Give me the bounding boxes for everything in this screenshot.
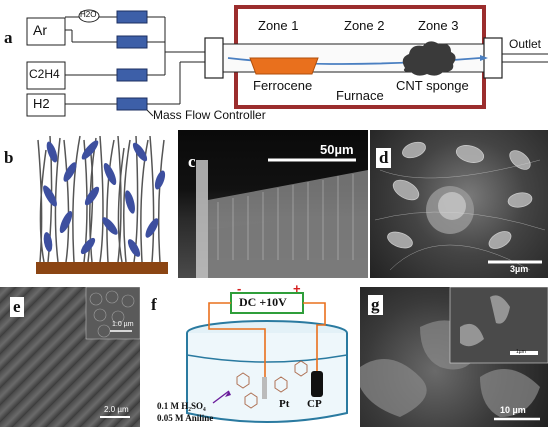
substrate — [36, 262, 168, 274]
ferrocene-crucible — [249, 57, 319, 75]
zone-2-label: Zone 2 — [344, 18, 385, 33]
mfc-4 — [116, 97, 148, 111]
panel-g-sem-image: g 1µm 10 µm — [360, 287, 548, 427]
minus-sign: - — [237, 281, 242, 296]
electrolyte-label-1: 0.1 M H₂SO₄ — [157, 401, 206, 411]
gas-label-c2h4: C2H4 — [29, 67, 60, 81]
scale-text-g-inset: 1µm — [516, 349, 526, 355]
c2h4-box — [26, 61, 66, 90]
gas-label-h2: H2 — [33, 96, 50, 111]
scale-text-e-inset: 1.0 µm — [112, 321, 134, 328]
h2o-label: H2O — [80, 10, 97, 19]
h2o-bubbler — [78, 9, 100, 23]
panel-b: b — [0, 130, 175, 280]
cnt-sponge-label: CNT sponge — [396, 78, 469, 93]
panel-label-c: c — [188, 152, 196, 171]
scale-text-c: 50µm — [320, 142, 354, 157]
panel-c-sem-image: c 50µm — [178, 130, 368, 278]
panel-label-d: d — [376, 148, 392, 168]
cnt-schematic — [36, 135, 168, 274]
zone-3-label: Zone 3 — [418, 18, 459, 33]
plus-sign: + — [293, 281, 301, 296]
panel-label-a: a — [4, 28, 13, 47]
scale-text-d: 3µm — [510, 264, 529, 274]
scale-text-g-main: 10 µm — [500, 405, 526, 415]
tube-inlet-cap — [204, 37, 224, 79]
panel-label-b: b — [4, 148, 14, 167]
mfc-3 — [116, 68, 148, 82]
pt-label: Pt — [279, 398, 290, 410]
furnace-label: Furnace — [336, 88, 384, 103]
zone-1-label: Zone 1 — [258, 18, 299, 33]
ferrocene-label: Ferrocene — [253, 78, 313, 93]
scale-text-e-main: 2.0 µm — [104, 405, 129, 414]
mfc-2 — [116, 35, 148, 49]
gas-label-ar: Ar — [33, 22, 47, 38]
ar-box — [26, 17, 66, 46]
cp-electrode — [311, 371, 323, 397]
cp-label: CP — [307, 398, 322, 410]
panel-a: a — [0, 0, 550, 122]
cnt-sponge-shape — [402, 41, 456, 76]
electrochem-cell-diagram — [186, 292, 348, 423]
h2-box — [26, 93, 66, 117]
panel-label-e: e — [10, 297, 24, 317]
panel-e-sem-image: e 1.0 µm 2.0 µm — [0, 287, 140, 427]
panel-label-g: g — [368, 295, 383, 315]
mfc-label: Mass Flow Controller — [153, 108, 266, 122]
panel-d-sem-image: d 3µm — [370, 130, 548, 278]
panel-f: f - + DC +10V Pt CP 0.1 M H₂SO₄ 0.05 M A… — [145, 281, 350, 428]
electrolyte-label-2: 0.05 M Aniline — [157, 413, 214, 423]
outlet-label: Outlet — [509, 37, 542, 51]
mfc-1 — [116, 10, 148, 24]
pt-electrode — [262, 377, 267, 399]
panel-label-f: f — [151, 295, 157, 314]
dc-power-label: DC +10V — [239, 295, 287, 309]
cvd-setup-diagram — [26, 5, 548, 117]
